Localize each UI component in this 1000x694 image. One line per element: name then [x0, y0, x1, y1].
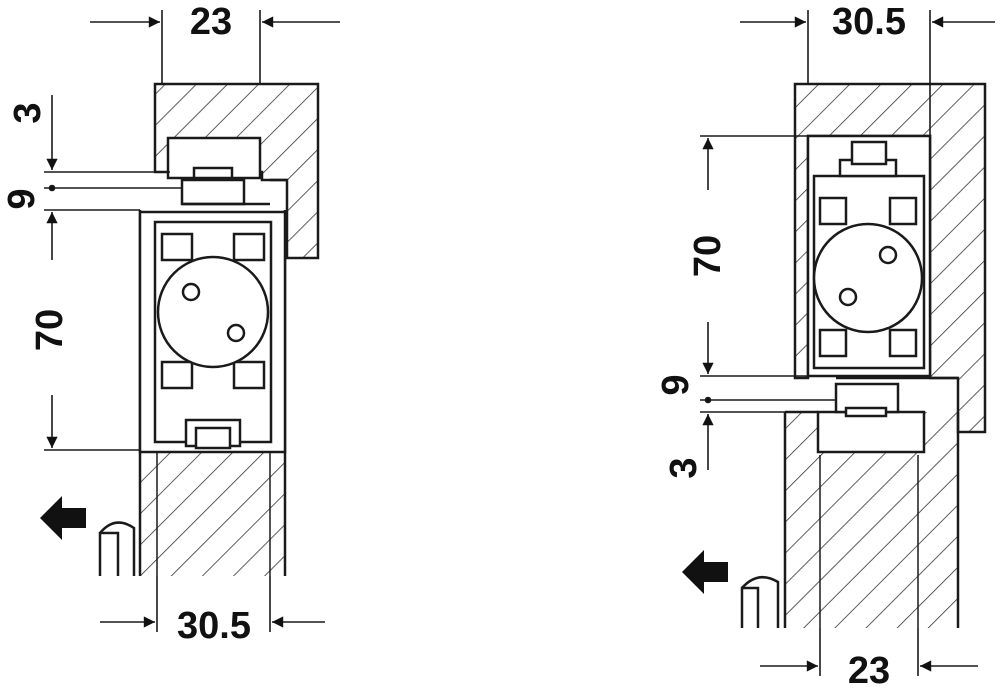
left-cam-disc [156, 255, 270, 369]
left-dim-bottom-label: 30.5 [177, 605, 251, 647]
right-door-leaf [785, 412, 958, 628]
right-dim-3-label: 3 [663, 457, 705, 478]
left-dim-top-label: 23 [190, 1, 232, 43]
left-stop-pin [98, 531, 120, 576]
right-stop-pin [740, 586, 760, 628]
right-dim-9-label: 9 [655, 374, 697, 395]
left-door-leaf [140, 450, 285, 576]
right-dimensions [700, 10, 995, 676]
left-direction-arrow-icon [40, 496, 86, 540]
left-dim-70-label: 70 [29, 309, 71, 351]
left-dim-3-label: 3 [7, 102, 49, 123]
right-dim-bottom-label: 23 [848, 650, 890, 689]
right-direction-arrow-icon [682, 550, 728, 594]
right-cam-disc [812, 222, 924, 334]
left-dim-9-label: 9 [1, 188, 43, 209]
left-dimensions [44, 10, 340, 632]
right-dim-70-label: 70 [687, 235, 729, 277]
left-view [98, 82, 320, 576]
right-view [740, 82, 987, 628]
right-dim-top-label: 30.5 [832, 1, 906, 43]
right-slide-block [816, 410, 926, 454]
